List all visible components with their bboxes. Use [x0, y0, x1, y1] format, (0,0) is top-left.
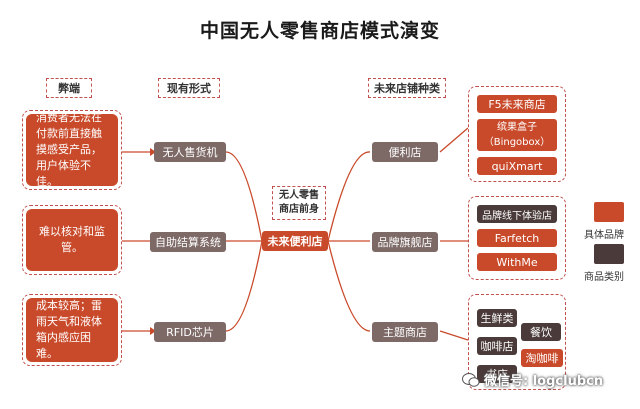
drawback-text-1: 消费者无法在付款前直接触摸感受产品，用户体验不佳。 — [26, 111, 118, 188]
predecessor-label: 无人零售商店前身 — [272, 186, 326, 220]
brand-bingobox: 缤果盒子（Bingobox） — [477, 119, 557, 151]
header-drawbacks: 弊端 — [46, 78, 92, 98]
drawback-text-2: 难以核对和监管。 — [26, 209, 118, 271]
arrowhead-3 — [150, 327, 156, 335]
line-vending-center — [225, 151, 263, 242]
drawback-card-3: 成本较高；雷雨天气和液体箱内感应困难。 — [22, 294, 122, 366]
legend-brand-swatch — [594, 202, 624, 222]
category-fresh-food: 生鲜类 — [477, 309, 517, 327]
category-brand-experience-store: 品牌线下体验店 — [477, 205, 557, 223]
form-vending-machine: 无人售货机 — [154, 142, 226, 162]
drawback-card-1: 消费者无法在付款前直接触摸感受产品，用户体验不佳。 — [22, 110, 122, 190]
line-center-theme — [327, 240, 371, 332]
category-dining: 餐饮 — [521, 323, 561, 341]
legend-category-swatch — [594, 244, 624, 264]
drawback-card-2: 难以核对和监管。 — [22, 205, 122, 275]
page-title: 中国无人零售商店模式演变 — [199, 20, 440, 42]
group-theme-categories: 生鲜类 餐饮 咖啡店 淘咖啡 书店 — [468, 294, 566, 390]
drawback-text-3: 成本较高；雷雨天气和液体箱内感应困难。 — [26, 298, 118, 362]
brand-quixmart: quiXmart — [477, 157, 557, 175]
type-theme-store: 主题商店 — [372, 322, 438, 342]
category-coffee-shop: 咖啡店 — [477, 337, 517, 355]
brand-tao-coffee: 淘咖啡 — [521, 349, 563, 367]
type-convenience-store: 便利店 — [372, 142, 438, 162]
category-bookstore: 书店 — [477, 365, 517, 383]
form-self-checkout: 自助结算系统 — [150, 232, 226, 252]
legend-category-label: 商品类别 — [584, 272, 624, 283]
arrowhead-1 — [150, 148, 156, 156]
brand-withme: WithMe — [477, 253, 557, 271]
line-center-convenience — [327, 151, 371, 242]
legend-brand-label: 具体品牌 — [584, 230, 624, 241]
group-flagship-brands: 品牌线下体验店 Farfetch WithMe — [468, 196, 566, 280]
watermark-text: 微信号: logclubcn — [484, 374, 604, 389]
line-conv-group1 — [439, 127, 469, 153]
header-current-forms: 现有形式 — [158, 78, 220, 98]
brand-farfetch: Farfetch — [477, 229, 557, 247]
line-rfid-center — [225, 240, 263, 332]
header-future-types: 未来店铺种类 — [368, 78, 446, 98]
watermark: 微信号: logclubcn — [462, 370, 603, 389]
group-convenience-brands: F5未来商店 缤果盒子（Bingobox） quiXmart — [468, 86, 566, 182]
brand-f5: F5未来商店 — [477, 95, 557, 113]
line-theme-group3 — [439, 330, 469, 341]
type-brand-flagship: 品牌旗舰店 — [372, 232, 438, 252]
wechat-icon — [462, 372, 480, 387]
form-rfid-chip: RFID芯片 — [154, 322, 226, 342]
center-future-convenience-store: 未来便利店 — [262, 231, 328, 251]
